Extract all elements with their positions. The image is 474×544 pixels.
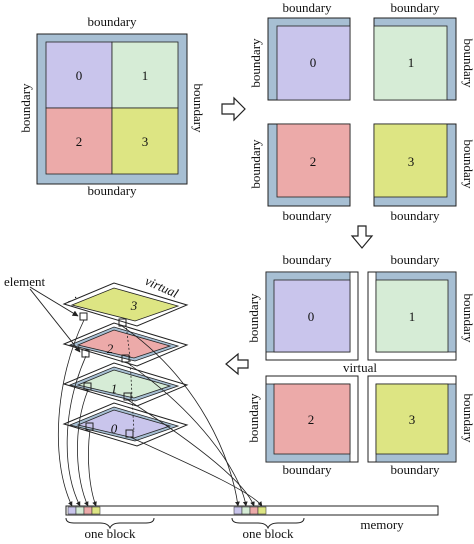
brace-one-block-left <box>65 517 155 530</box>
mapping-curve <box>125 361 248 507</box>
label-element: element <box>4 274 46 289</box>
label-boundary-b1-top: boundary <box>390 0 440 15</box>
label-boundary-c2-bottom: boundary <box>282 462 332 477</box>
memory-cell-3 <box>91 506 101 515</box>
piece-0-label: 0 <box>310 55 317 70</box>
quadrant-3 <box>111 107 179 175</box>
label-boundary-right: boundary <box>191 83 206 133</box>
piece-2 <box>276 123 351 198</box>
label-one-block-right: one block <box>243 526 294 539</box>
layer-2 <box>76 329 172 359</box>
memory-cell-1 <box>241 506 251 515</box>
label-boundary-b1-right: boundary <box>461 38 474 88</box>
piece-1 <box>373 25 448 101</box>
quadrant-0-label: 0 <box>76 68 83 83</box>
arrow-right-icon <box>221 96 246 122</box>
element-marker <box>121 354 130 363</box>
element-marker <box>123 392 132 401</box>
memory-cell-2 <box>249 506 259 515</box>
dotted-connector <box>125 323 135 433</box>
label-boundary-c2-left: boundary <box>246 393 261 443</box>
label-boundary-b0-top: boundary <box>282 0 332 15</box>
element-marker <box>85 422 94 431</box>
piece-2-label: 2 <box>310 154 317 169</box>
piece-c0 <box>273 279 351 353</box>
piece-c1-label: 1 <box>409 309 416 324</box>
label-boundary-b3-right: boundary <box>461 139 474 189</box>
mapping-curve <box>127 399 255 507</box>
label-boundary-c0-top: boundary <box>282 252 332 267</box>
panel-split-with-boundaries: boundary boundary 0 boundary boundary 1 … <box>248 0 474 223</box>
layer-1 <box>76 369 172 399</box>
label-boundary-c1-top: boundary <box>390 252 440 267</box>
quadrant-1 <box>111 41 179 109</box>
panel-stacked-layers: virtual virtual element 0 1 2 3 <box>4 273 439 541</box>
quadrant-2 <box>45 107 113 175</box>
panel-whole-domain: boundary boundary boundary boundary 0 1 … <box>18 14 206 198</box>
brace-one-block-right <box>231 517 305 530</box>
quadrant-0 <box>45 41 113 109</box>
label-boundary-left: boundary <box>18 83 33 133</box>
piece-3-label: 3 <box>408 154 415 169</box>
piece-c2 <box>273 383 351 455</box>
label-memory: memory <box>360 517 404 532</box>
mapping-curve <box>57 319 85 507</box>
quadrant-2-label: 2 <box>76 134 83 149</box>
piece-c1 <box>375 279 449 353</box>
mapping-curve <box>66 355 87 507</box>
piece-c3-label: 3 <box>409 412 416 427</box>
memory-cell-0 <box>233 506 243 515</box>
label-boundary-c1-right: boundary <box>461 293 474 343</box>
panel-split-with-virtual: boundary boundary 0 boundary boundary 1 … <box>246 252 474 477</box>
element-pointer-arrow <box>29 286 79 317</box>
mapping-curve <box>129 436 263 507</box>
layer-0 <box>76 409 172 439</box>
memory-cell-1 <box>75 506 85 515</box>
mapping-curve <box>121 325 240 507</box>
element-pointer-arrow <box>29 288 81 353</box>
quadrant-3-label: 3 <box>142 134 149 149</box>
piece-c0-label: 0 <box>308 309 315 324</box>
piece-c3 <box>375 383 449 455</box>
mapping-curve <box>88 429 97 507</box>
memory-cell-3 <box>257 506 267 515</box>
layer-1-label: 1 <box>111 381 118 396</box>
piece-c2-label: 2 <box>308 412 315 427</box>
label-boundary-b2-left: boundary <box>248 139 263 189</box>
label-boundary-top: boundary <box>87 14 137 29</box>
label-boundary-b2-bottom: boundary <box>282 208 332 223</box>
layer-2-label: 2 <box>107 341 114 356</box>
layer-0-label: 0 <box>111 421 118 436</box>
label-boundary-c0-left: boundary <box>246 293 261 343</box>
quadrant-1-label: 1 <box>142 68 149 83</box>
element-marker <box>79 312 88 321</box>
layer-3 <box>70 287 180 322</box>
label-one-block-left: one block <box>85 526 136 539</box>
layer-3-label: 3 <box>130 298 138 313</box>
piece-1-label: 1 <box>408 55 415 70</box>
memory-cell-2 <box>83 506 93 515</box>
arrow-left-icon <box>225 352 249 376</box>
memory-cell-0 <box>67 506 77 515</box>
element-marker <box>83 382 92 391</box>
label-virtual-center: virtual <box>343 360 377 375</box>
piece-0 <box>276 25 351 101</box>
mapping-curve <box>77 389 89 507</box>
label-boundary-b0-left: boundary <box>248 38 263 88</box>
label-boundary-c3-bottom: boundary <box>390 462 440 477</box>
label-boundary-c3-right: boundary <box>461 393 474 443</box>
piece-3 <box>373 123 448 198</box>
label-boundary-b3-bottom: boundary <box>390 208 440 223</box>
element-marker <box>125 429 134 438</box>
arrow-down-icon <box>350 225 374 249</box>
label-boundary-bottom: boundary <box>87 183 137 198</box>
